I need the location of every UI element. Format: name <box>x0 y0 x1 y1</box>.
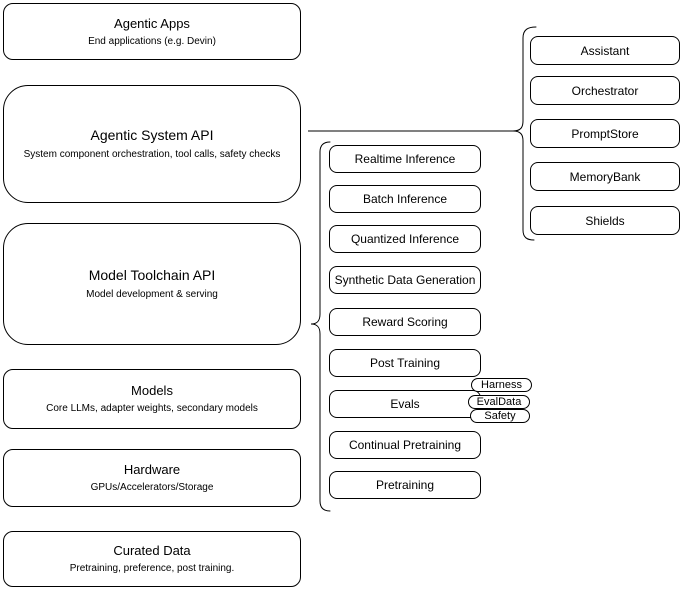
tag-safety: Safety <box>470 409 530 423</box>
tag-harness: Harness <box>471 378 532 392</box>
safety-label: Safety <box>484 410 516 422</box>
box-continual-pretraining: Continual Pretraining <box>329 431 481 459</box>
promptstore-label: PromptStore <box>571 126 639 141</box>
box-synthetic-data-generation: Synthetic Data Generation <box>329 266 481 294</box>
toolchain-brace <box>310 141 331 512</box>
box-post-training: Post Training <box>329 349 481 377</box>
batch-inference-label: Batch Inference <box>362 192 448 206</box>
evals-label: Evals <box>390 397 420 411</box>
box-assistant: Assistant <box>530 36 680 65</box>
shields-label: Shields <box>585 213 625 228</box>
agentic-apps-title: Agentic Apps <box>114 15 190 31</box>
box-pretraining: Pretraining <box>329 471 481 499</box>
box-models: Models Core LLMs, adapter weights, secon… <box>3 369 301 429</box>
continual-pretraining-label: Continual Pretraining <box>348 438 462 452</box>
tag-evaldata: EvalData <box>468 395 530 409</box>
model-toolchain-api-subtitle: Model development & serving <box>86 289 218 300</box>
quantized-inference-label: Quantized Inference <box>350 232 460 246</box>
box-quantized-inference: Quantized Inference <box>329 225 481 253</box>
box-orchestrator: Orchestrator <box>530 76 680 105</box>
models-subtitle: Core LLMs, adapter weights, secondary mo… <box>46 403 258 414</box>
box-model-toolchain-api: Model Toolchain API Model development & … <box>3 223 301 345</box>
models-title: Models <box>131 383 173 398</box>
evaldata-label: EvalData <box>476 396 522 408</box>
model-toolchain-api-title: Model Toolchain API <box>88 267 216 283</box>
agentic-apps-subtitle: End applications (e.g. Devin) <box>88 35 216 47</box>
box-evals: Evals <box>329 390 481 418</box>
hardware-subtitle: GPUs/Accelerators/Storage <box>90 482 214 493</box>
curated-data-title: Curated Data <box>113 543 191 558</box>
curated-data-subtitle: Pretraining, preference, post training. <box>69 563 235 574</box>
assistant-label: Assistant <box>580 43 630 58</box>
memorybank-label: MemoryBank <box>569 169 641 184</box>
box-agentic-system-api: Agentic System API System component orch… <box>3 85 301 203</box>
box-promptstore: PromptStore <box>530 119 680 148</box>
synthetic-data-generation-label: Synthetic Data Generation <box>334 273 476 287</box>
realtime-inference-label: Realtime Inference <box>354 152 456 166</box>
pretraining-label: Pretraining <box>375 478 435 492</box>
post-training-label: Post Training <box>369 356 441 370</box>
box-reward-scoring: Reward Scoring <box>329 308 481 336</box>
orchestrator-label: Orchestrator <box>571 83 639 98</box>
box-batch-inference: Batch Inference <box>329 185 481 213</box>
box-agentic-apps: Agentic Apps End applications (e.g. Devi… <box>3 3 301 60</box>
harness-label: Harness <box>481 379 522 391</box>
box-realtime-inference: Realtime Inference <box>329 145 481 173</box>
box-curated-data: Curated Data Pretraining, preference, po… <box>3 531 301 587</box>
reward-scoring-label: Reward Scoring <box>362 315 448 329</box>
box-shields: Shields <box>530 206 680 235</box>
box-memorybank: MemoryBank <box>530 162 680 191</box>
box-hardware: Hardware GPUs/Accelerators/Storage <box>3 449 301 507</box>
agentic-system-api-subtitle: System component orchestration, tool cal… <box>23 149 281 160</box>
agentic-system-api-title: Agentic System API <box>90 127 214 143</box>
hardware-title: Hardware <box>123 462 181 477</box>
